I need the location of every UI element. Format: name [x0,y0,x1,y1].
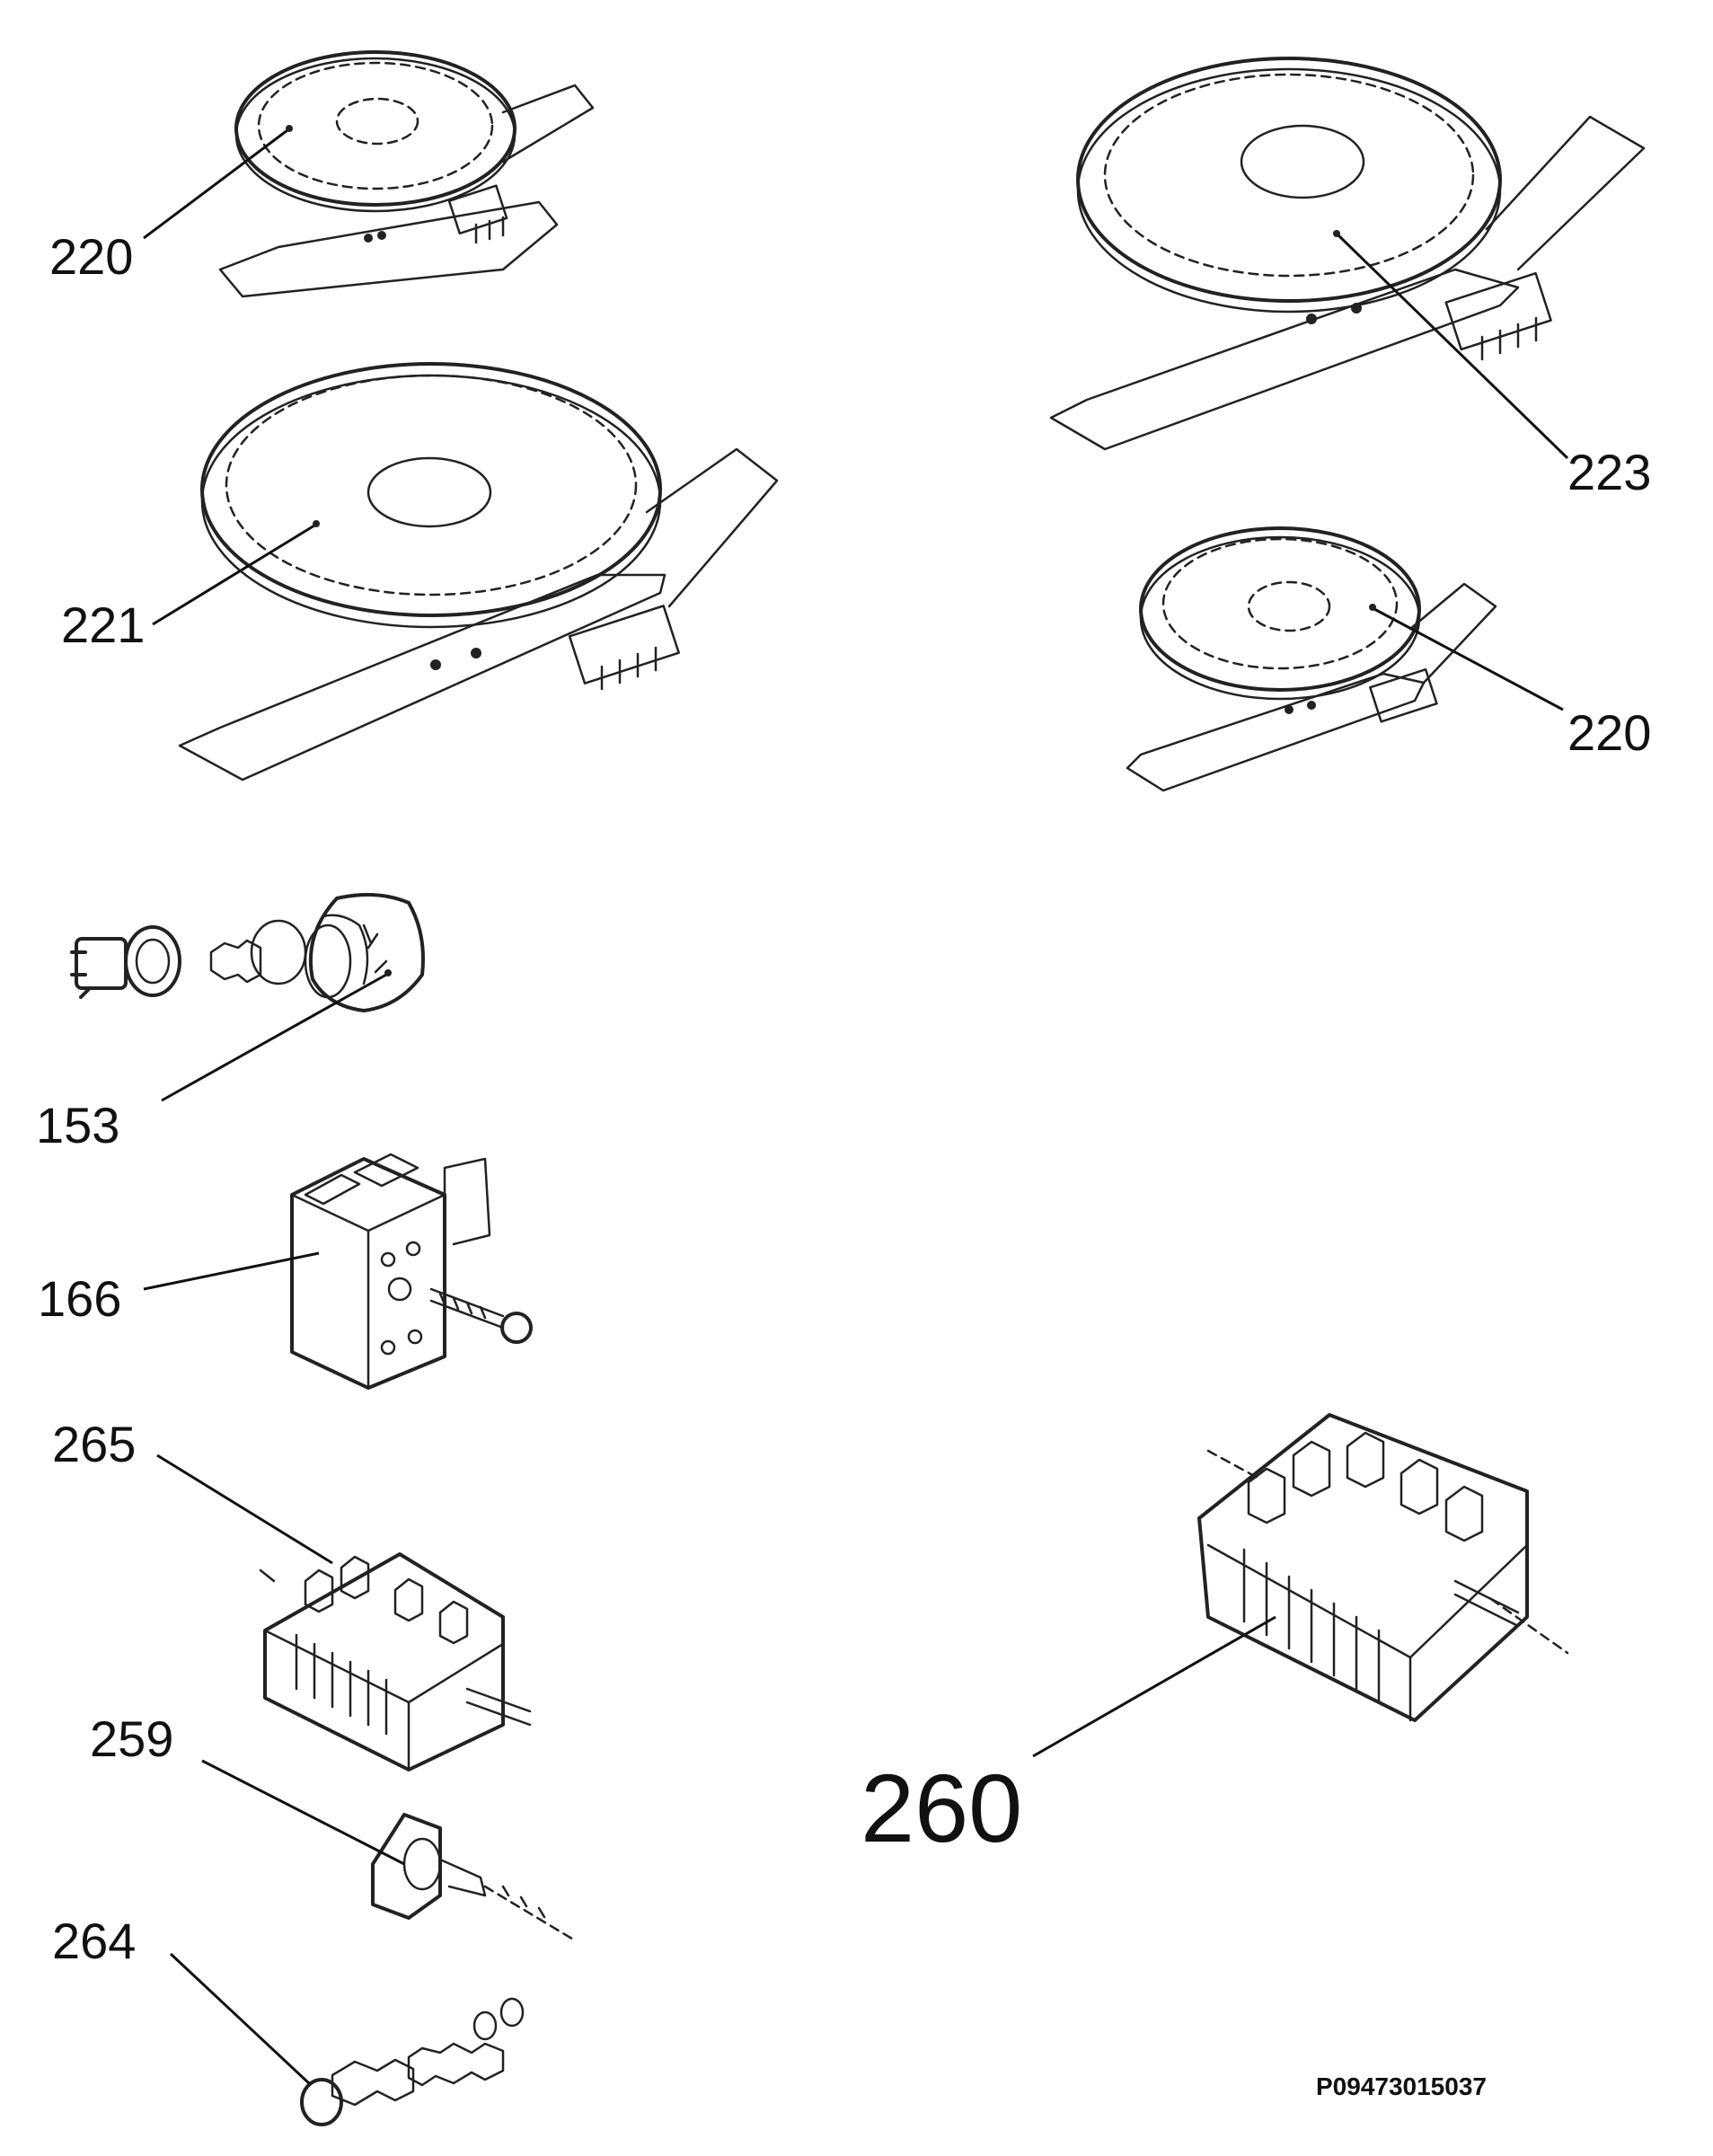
terminal-block-drawing [290,1153,533,1390]
callout-label-221: 221 [61,596,145,653]
callout-labels: 220 221 223 220 153 166 265 260 259 264 [36,228,1651,1969]
leader-line-220-right [1373,607,1564,711]
leader-line-264 [169,1952,312,2086]
leader-line-153 [161,973,387,1102]
document-id: P09473015037 [1316,2072,1487,2100]
callout-label-260: 260 [861,1754,1022,1862]
callout-label-220-top: 220 [49,228,133,285]
hotplate-221-drawing [178,362,779,782]
leader-line-259 [201,1759,405,1866]
leader-line-220-top [143,128,288,240]
callout-label-166: 166 [38,1270,121,1327]
switch-260-drawing [1197,1413,1569,1722]
leader-line-265 [156,1454,333,1565]
callout-label-153: 153 [36,1097,119,1153]
leader-lines [143,125,1569,2086]
knob-assembly-drawing [70,893,425,1012]
lamp-264-drawing [300,1997,525,2126]
callout-label-259: 259 [90,1710,173,1767]
hotplate-220-right-drawing [1126,526,1497,792]
callout-label-223: 223 [1567,444,1651,500]
leader-line-260 [1032,1615,1276,1758]
hotplate-223-drawing [1049,57,1646,451]
callout-label-265: 265 [52,1416,136,1472]
hotplate-220-top-drawing [218,50,595,298]
leader-line-221 [152,524,315,626]
switch-265-drawing [259,1552,532,1772]
thermostat-259-drawing [371,1813,577,1942]
leader-line-166 [143,1251,320,1291]
callout-label-220-right: 220 [1567,704,1651,761]
callout-label-264: 264 [52,1913,136,1969]
leader-line-223 [1337,234,1569,460]
